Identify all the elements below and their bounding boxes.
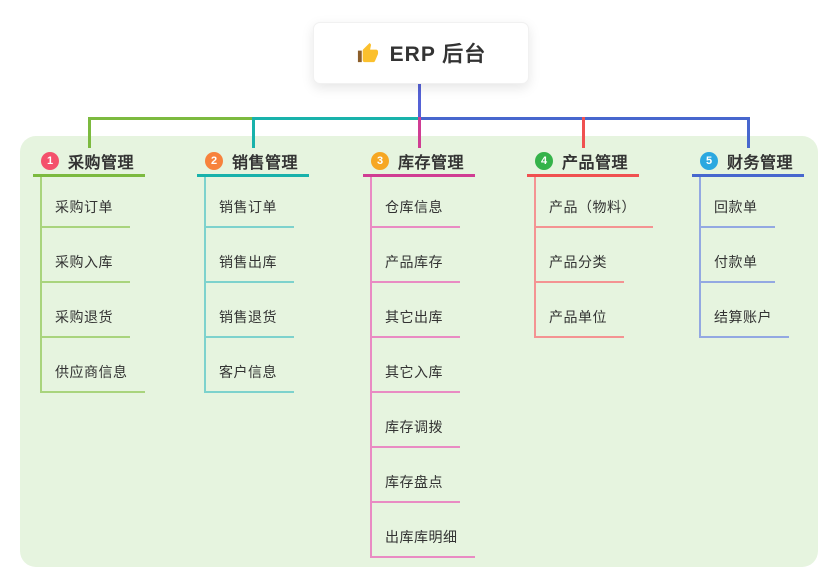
connector-branch-purchase — [88, 117, 255, 120]
child-node[interactable]: 产品（物料） — [536, 177, 653, 228]
branch-children: 销售订单 销售出库 销售退货 客户信息 — [204, 177, 294, 393]
branch-label: 采购管理 — [68, 154, 135, 172]
priority-badge: 2 — [205, 151, 223, 170]
child-node[interactable]: 出库库明细 — [372, 503, 475, 558]
child-node[interactable]: 库存调拨 — [372, 393, 460, 448]
child-node[interactable]: 结算账户 — [701, 283, 789, 338]
mindmap-background-panel — [20, 136, 818, 567]
child-node[interactable]: 供应商信息 — [42, 338, 145, 393]
branch-product: 4 产品管理 产品（物料） 产品分类 产品单位 — [527, 147, 653, 338]
branch-label: 库存管理 — [398, 154, 465, 172]
child-node[interactable]: 其它入库 — [372, 338, 460, 393]
branch-children: 采购订单 采购入库 采购退货 供应商信息 — [40, 177, 145, 393]
branch-purchase: 1 采购管理 采购订单 采购入库 采购退货 供应商信息 — [33, 147, 145, 393]
branch-title-sales[interactable]: 2 销售管理 — [197, 147, 309, 177]
child-node[interactable]: 销售订单 — [206, 177, 294, 228]
child-node[interactable]: 销售退货 — [206, 283, 294, 338]
child-node[interactable]: 采购退货 — [42, 283, 130, 338]
child-node[interactable]: 其它出库 — [372, 283, 460, 338]
thumbs-up-icon — [356, 42, 379, 65]
branch-label: 财务管理 — [727, 154, 794, 172]
child-node[interactable]: 产品分类 — [536, 228, 624, 283]
connector-drop-purchase — [88, 117, 91, 148]
child-node[interactable]: 客户信息 — [206, 338, 294, 393]
child-node[interactable]: 仓库信息 — [372, 177, 460, 228]
branch-title-finance[interactable]: 5 财务管理 — [692, 147, 804, 177]
branch-sales: 2 销售管理 销售订单 销售出库 销售退货 客户信息 — [197, 147, 309, 393]
connector-drop-inventory — [418, 117, 421, 148]
child-node[interactable]: 库存盘点 — [372, 448, 460, 503]
connector-branch-sales — [252, 117, 420, 120]
child-node[interactable]: 采购订单 — [42, 177, 130, 228]
connector-drop-sales — [252, 117, 255, 148]
priority-badge: 4 — [535, 151, 553, 170]
connector-drop-finance — [747, 117, 750, 148]
connector-root — [418, 81, 421, 118]
priority-badge: 1 — [41, 151, 59, 170]
branch-title-inventory[interactable]: 3 库存管理 — [363, 147, 475, 177]
branch-label: 销售管理 — [232, 154, 299, 172]
child-node[interactable]: 销售出库 — [206, 228, 294, 283]
branch-inventory: 3 库存管理 仓库信息 产品库存 其它出库 其它入库 库存调拨 库存盘点 出库库… — [363, 147, 475, 558]
child-node[interactable]: 回款单 — [701, 177, 775, 228]
child-node[interactable]: 采购入库 — [42, 228, 130, 283]
branch-label: 产品管理 — [562, 154, 629, 172]
connector-drop-product — [582, 117, 585, 148]
branch-finance: 5 财务管理 回款单 付款单 结算账户 — [692, 147, 804, 338]
branch-title-purchase[interactable]: 1 采购管理 — [33, 147, 145, 177]
root-node-label: ERP 后台 — [389, 43, 487, 66]
root-node[interactable]: ERP 后台 — [313, 22, 529, 84]
priority-badge: 5 — [700, 151, 718, 170]
child-node[interactable]: 付款单 — [701, 228, 775, 283]
branch-title-product[interactable]: 4 产品管理 — [527, 147, 639, 177]
child-node[interactable]: 产品单位 — [536, 283, 624, 338]
branch-children: 产品（物料） 产品分类 产品单位 — [534, 177, 653, 338]
priority-badge: 3 — [371, 151, 389, 170]
branch-children: 回款单 付款单 结算账户 — [699, 177, 789, 338]
child-node[interactable]: 产品库存 — [372, 228, 460, 283]
branch-children: 仓库信息 产品库存 其它出库 其它入库 库存调拨 库存盘点 出库库明细 — [370, 177, 475, 558]
